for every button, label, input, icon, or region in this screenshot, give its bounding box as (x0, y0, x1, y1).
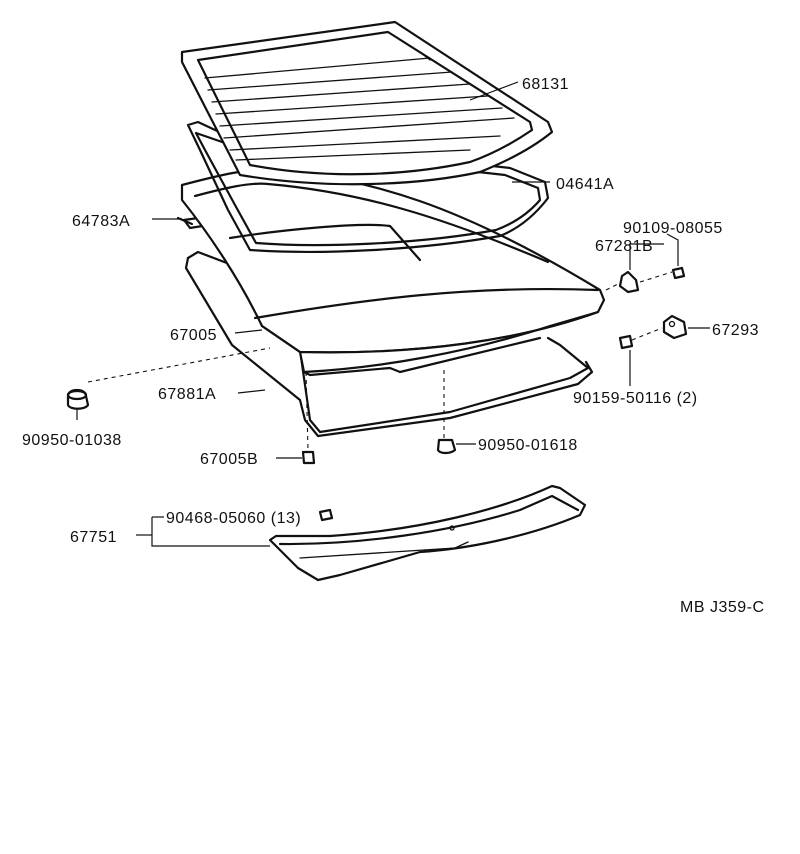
label-68131: 68131 (522, 76, 569, 93)
back-window-glass (180, 20, 554, 186)
screw (618, 334, 634, 350)
label-64783a: 64783A (72, 213, 130, 230)
label-67005: 67005 (170, 327, 217, 344)
label-67281b: 67281B (595, 238, 653, 255)
label-67005b: 67005B (200, 451, 258, 468)
label-90159-50116: 90159-50116 (2) (573, 390, 698, 407)
plug (301, 450, 316, 465)
label-04641a: 04641A (556, 176, 614, 193)
fasteners (66, 266, 688, 522)
glass-seal (186, 120, 550, 253)
bolt-small (671, 266, 686, 280)
trim-board (268, 484, 587, 582)
label-90468-05060: 90468-05060 (13) (166, 510, 301, 527)
leader-lines (76, 81, 710, 547)
label-90950-01618: 90950-01618 (478, 437, 578, 454)
diagram-code: MB J359-C (680, 599, 765, 616)
label-67881a: 67881A (158, 386, 216, 403)
cushion (662, 314, 688, 340)
label-90950-01038: 90950-01038 (22, 432, 122, 449)
label-67751: 67751 (70, 529, 117, 546)
grommet-left (66, 388, 90, 410)
stopper (618, 270, 640, 294)
alignment-lines (87, 271, 673, 451)
label-67293: 67293 (712, 322, 759, 339)
label-90109-08055: 90109-08055 (623, 220, 723, 237)
part-labels: 68131 04641A 64783A 90109-08055 67281B 6… (22, 76, 765, 616)
clip (318, 508, 334, 522)
grommet-center (436, 438, 457, 455)
